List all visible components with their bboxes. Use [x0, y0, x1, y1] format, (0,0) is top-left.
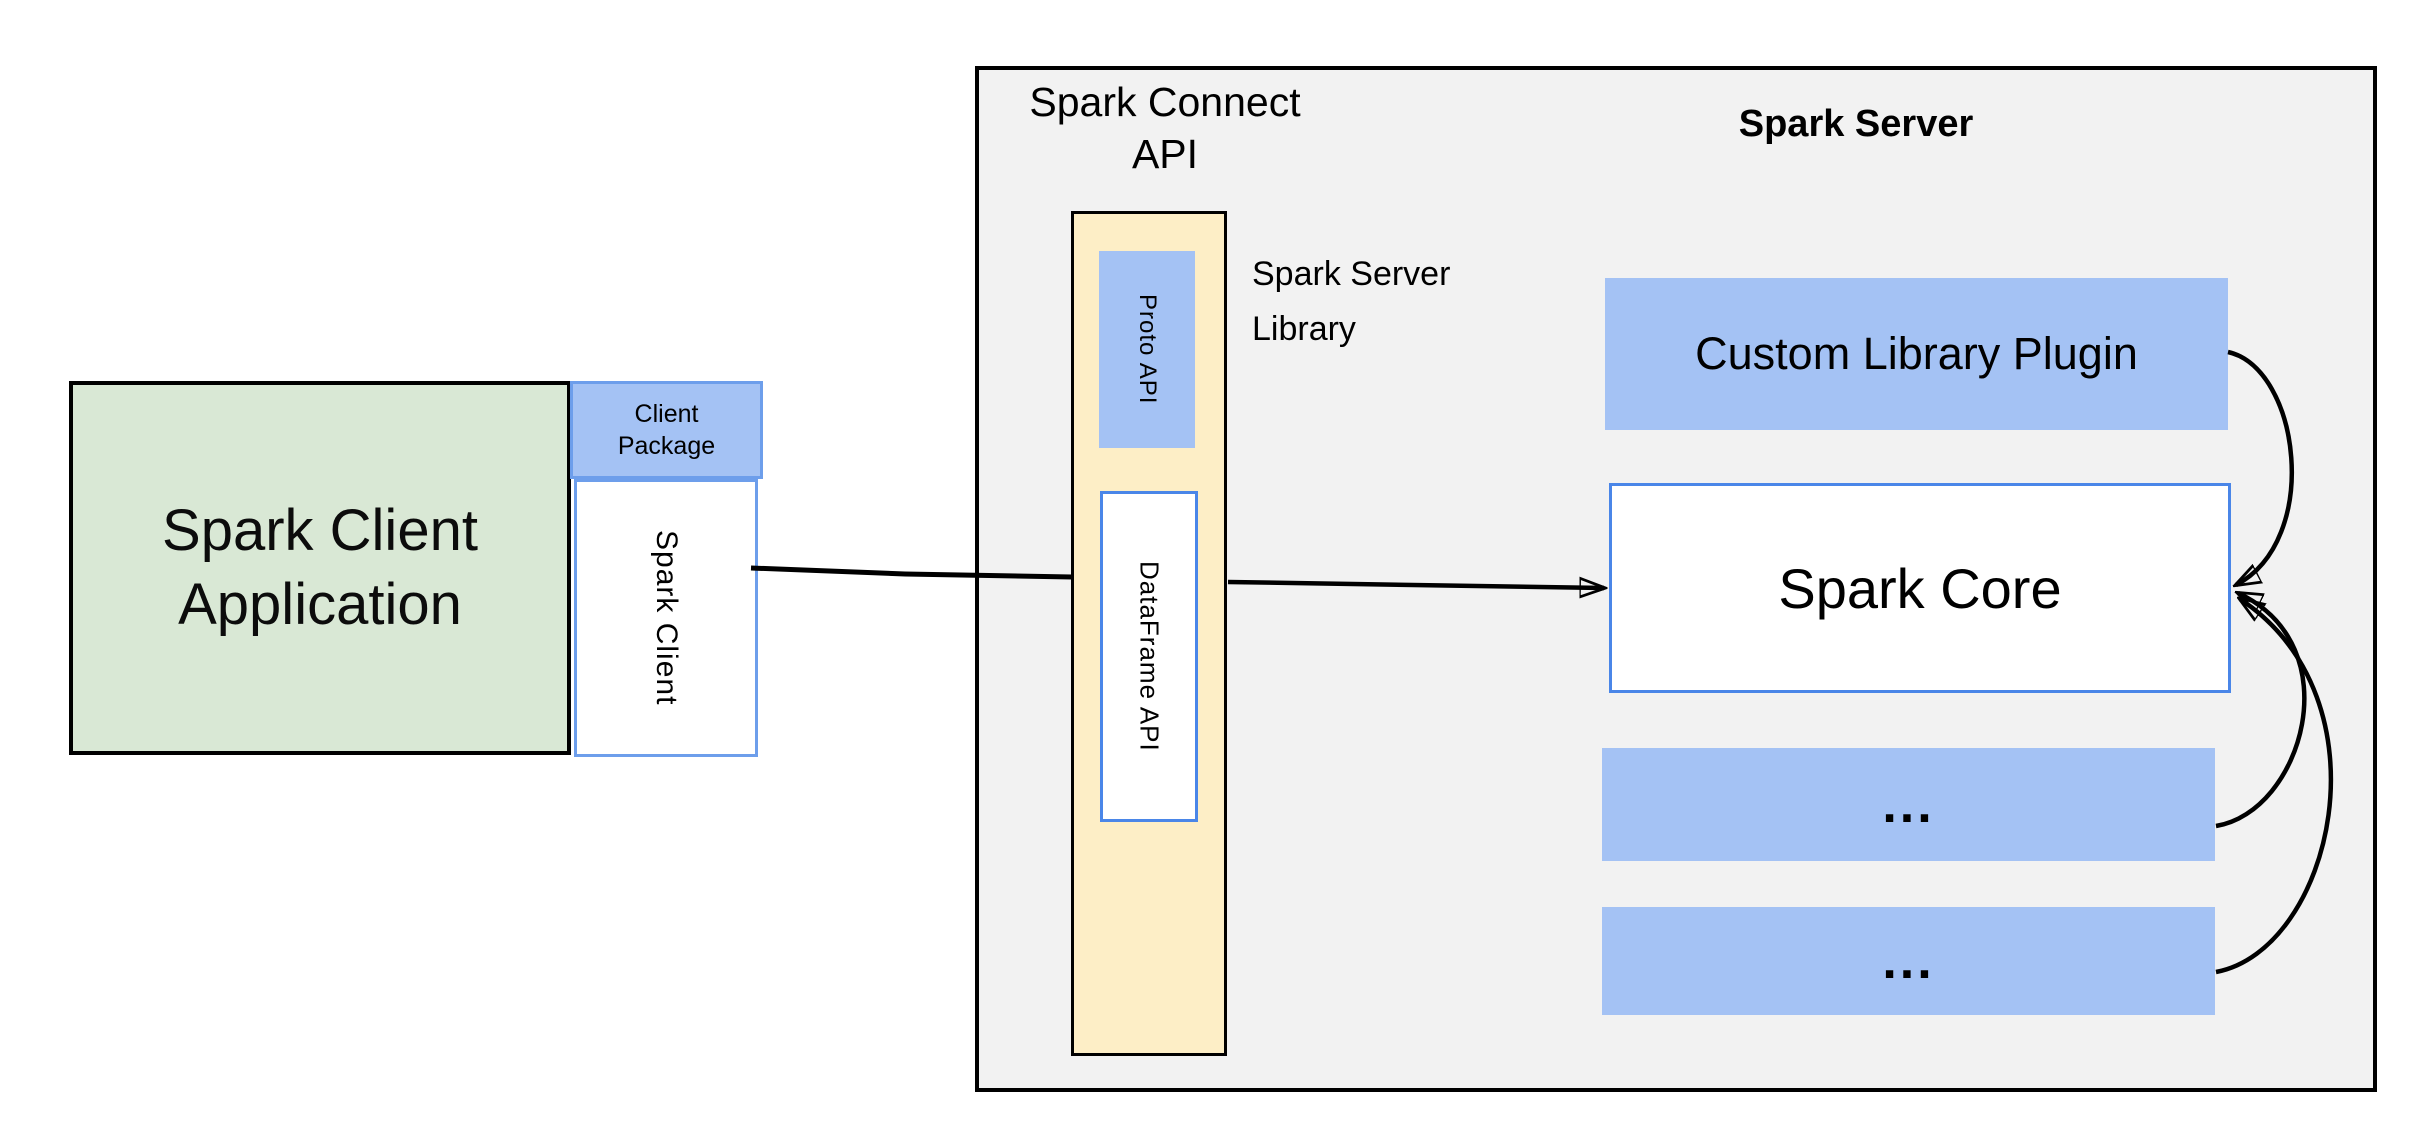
- custom-library-plugin-label: Custom Library Plugin: [1695, 328, 2138, 379]
- plugin-slot-box-1: ...: [1602, 748, 2215, 861]
- dataframe-api-box: DataFrame API: [1100, 491, 1198, 822]
- spark-client-label: Spark Client: [650, 530, 683, 706]
- plugin-slot-box-2: ...: [1602, 907, 2215, 1015]
- spark-client-application-label: Spark Client Application: [162, 498, 478, 637]
- dataframe-api-label: DataFrame API: [1134, 561, 1165, 752]
- custom-library-plugin-box: Custom Library Plugin: [1605, 278, 2228, 430]
- spark-connect-api-label: Spark Connect API: [1029, 79, 1301, 177]
- spark-client-box: Spark Client: [574, 479, 758, 757]
- spark-server-title: Spark Server: [1738, 103, 1974, 145]
- plugin-slot-2-label: ...: [1882, 932, 1935, 990]
- spark-core-label: Spark Core: [1778, 556, 2062, 620]
- spark-client-application-box: Spark Client Application: [69, 381, 571, 755]
- client-package-label: Client Package: [617, 400, 716, 460]
- client-package-box: Client Package: [570, 381, 763, 479]
- spark-server-library-label: Spark Server Library: [1252, 255, 1451, 348]
- spark-core-box: Spark Core: [1609, 483, 2231, 693]
- proto-api-label: Proto API: [1134, 294, 1161, 405]
- proto-api-box: Proto API: [1099, 251, 1195, 448]
- plugin-slot-1-label: ...: [1882, 775, 1935, 834]
